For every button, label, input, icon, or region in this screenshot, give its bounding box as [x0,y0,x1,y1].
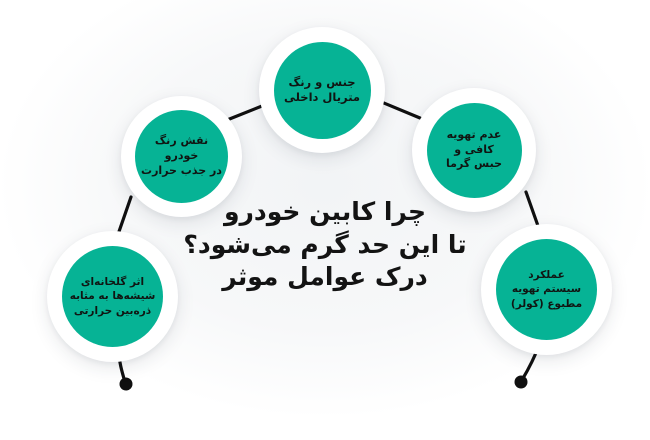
node-material[interactable]: جنس و رنگ متریال داخلی [259,27,385,153]
node-body-color[interactable]: نقش رنگ خودرو در جذب حرارت [121,96,242,217]
center-title-line-3: درک عوامل موثر [222,262,428,291]
center-title-line-2: تا این حد گرم می‌شود؟ [183,229,467,259]
connector-dot-greenhouse [119,377,133,391]
center-title-line-1: چرا کابین خودرو [223,197,426,226]
node-ac-system[interactable]: عملکرد سیستم تهویه مطبوع (کولر) [481,224,612,355]
node-body-color-label: نقش رنگ خودرو در جذب حرارت [141,134,222,177]
node-greenhouse-label: اثر گلخانه‌ای شیشه‌ها به مثابه ذره‌بین ح… [69,276,156,317]
node-body-color-disc: نقش رنگ خودرو در جذب حرارت [135,110,228,203]
center-title: چرا کابین خودرو تا این حد گرم می‌شود؟ در… [175,196,475,294]
connector-material-to-ventilation [377,99,422,120]
node-ventilation-label: عدم تهویه کافی و حبس گرما [446,127,502,171]
node-greenhouse[interactable]: اثر گلخانه‌ای شیشه‌ها به مثابه ذره‌بین ح… [47,231,178,362]
node-ventilation[interactable]: عدم تهویه کافی و حبس گرما [412,88,536,212]
node-ac-system-label: عملکرد سیستم تهویه مطبوع (کولر) [510,269,583,310]
node-ventilation-disc: عدم تهویه کافی و حبس گرما [426,102,522,198]
node-material-disc: جنس و رنگ متریال داخلی [273,41,371,139]
node-greenhouse-disc: اثر گلخانه‌ای شیشه‌ها به مثابه ذره‌بین ح… [62,246,163,347]
connector-dot-ac-system [514,375,528,389]
node-ac-system-disc: عملکرد سیستم تهویه مطبوع (کولر) [496,239,597,340]
node-material-label: جنس و رنگ متریال داخلی [283,74,361,104]
